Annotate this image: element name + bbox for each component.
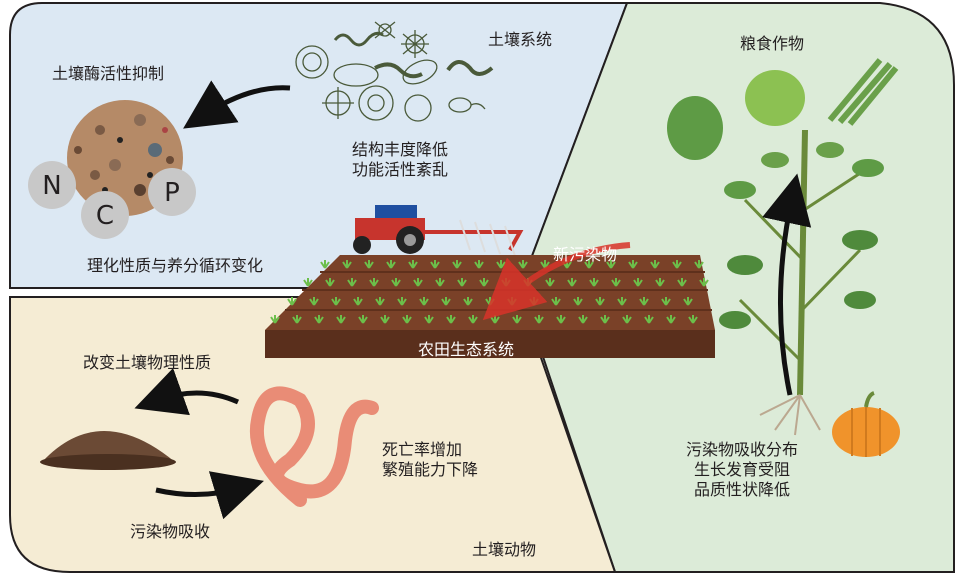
soil-animals-title: 土壤动物 — [472, 540, 536, 560]
enzyme-inhibition-label: 土壤酶活性抑制 — [52, 64, 164, 84]
microbe-effect-label: 结构丰度降低 功能活性紊乱 — [330, 140, 470, 180]
nutrient-c: C — [90, 200, 120, 233]
nutrient-p: P — [157, 177, 187, 210]
animal-effect-label: 死亡率增加 繁殖能力下降 — [382, 440, 478, 480]
soil-property-label: 改变土壤物理性质 — [83, 353, 211, 373]
crop-effect-line-1: 污染物吸收分布 — [672, 440, 812, 460]
soil-system-title: 土壤系统 — [488, 30, 552, 50]
crop-effect-line-2: 生长发育受阻 — [672, 460, 812, 480]
new-pollutant-label: 新污染物 — [553, 245, 617, 265]
crop-effect-label: 污染物吸收分布 生长发育受阻 品质性状降低 — [672, 440, 812, 500]
animal-effect-line-1: 死亡率增加 — [382, 440, 478, 460]
crop-effect-line-3: 品质性状降低 — [672, 480, 812, 500]
farmland-ecosystem-label: 农田生态系统 — [418, 340, 514, 360]
physchem-change-label: 理化性质与养分循环变化 — [87, 256, 263, 276]
crops-title: 粮食作物 — [740, 34, 804, 54]
microbe-effect-line-2: 功能活性紊乱 — [330, 160, 470, 180]
animal-effect-line-2: 繁殖能力下降 — [382, 460, 478, 480]
microbe-effect-line-1: 结构丰度降低 — [330, 140, 470, 160]
pollutant-absorb-label: 污染物吸收 — [130, 522, 210, 542]
nutrient-n: N — [37, 170, 67, 203]
